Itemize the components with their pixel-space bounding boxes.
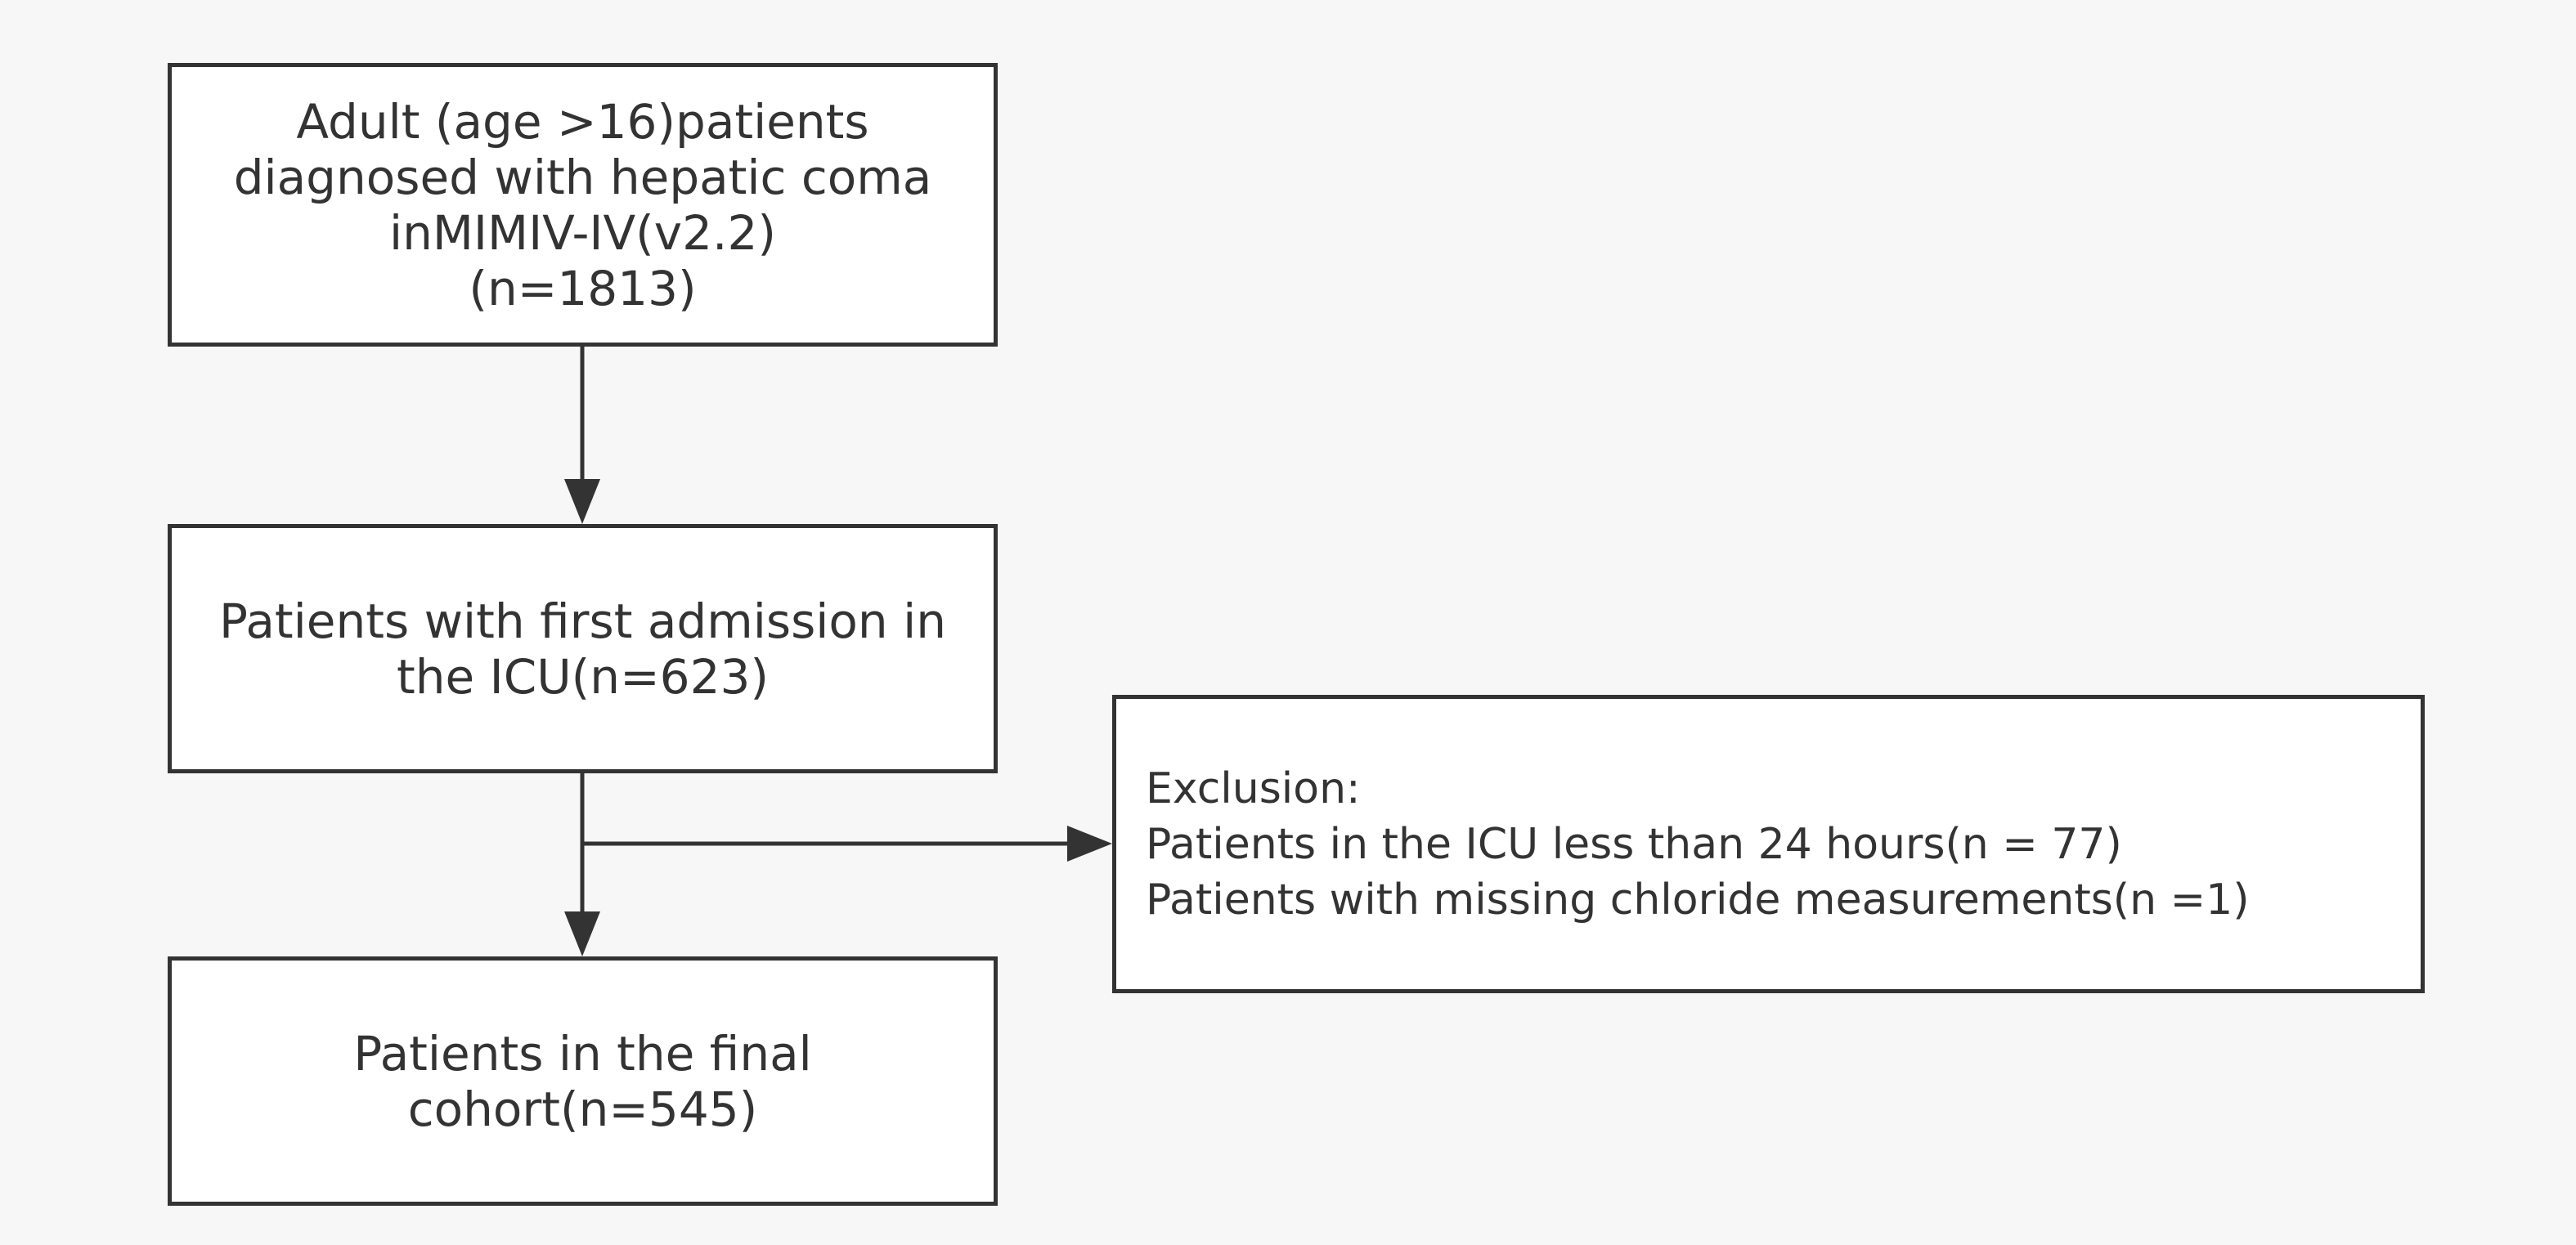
box-start-line-4: (n=1813) bbox=[469, 260, 697, 316]
box-start-line-2: diagnosed with hepatic coma bbox=[233, 149, 932, 205]
box-first-admission-line-2: the ICU(n=623) bbox=[397, 648, 769, 705]
box-exclusion: Exclusion: Patients in the ICU less than… bbox=[1112, 695, 2425, 993]
box-exclusion-heading: Exclusion: bbox=[1146, 764, 1361, 813]
arrowhead-first-admission bbox=[564, 479, 600, 524]
box-start-line-3: inMIMIV-IV(v2.2) bbox=[389, 204, 776, 261]
box-exclusion-line-1: Patients in the ICU less than 24 hours(n… bbox=[1146, 819, 2122, 869]
box-final-cohort-line-2: cohort(n=545) bbox=[407, 1081, 758, 1137]
box-final-cohort: Patients in the final cohort(n=545) bbox=[168, 956, 998, 1206]
box-first-admission: Patients with first admission in the ICU… bbox=[168, 524, 998, 773]
arrowhead-exclusion bbox=[1067, 826, 1112, 862]
arrowhead-final-cohort bbox=[564, 911, 600, 956]
box-final-cohort-line-1: Patients in the final bbox=[353, 1025, 812, 1082]
box-exclusion-line-2: Patients with missing chloride measureme… bbox=[1146, 875, 2250, 925]
box-start-line-1: Adult (age >16)patients bbox=[296, 93, 869, 150]
box-start-population: Adult (age >16)patients diagnosed with h… bbox=[168, 63, 998, 347]
box-first-admission-line-1: Patients with first admission in bbox=[219, 593, 946, 649]
